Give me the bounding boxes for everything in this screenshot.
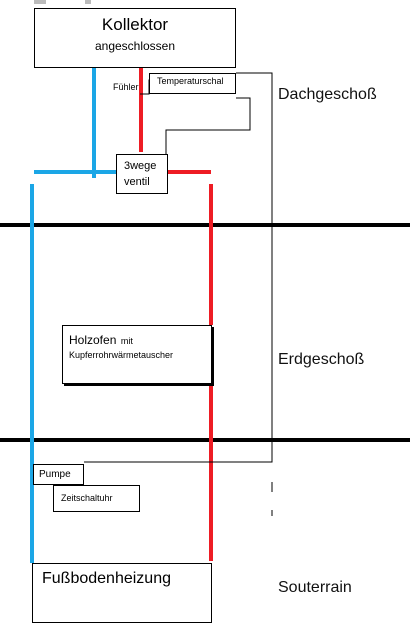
valve-label-line1: 3wege — [124, 160, 157, 172]
control-wires — [84, 72, 273, 516]
thermostat-box: Temperaturschal — [149, 73, 236, 94]
pump-box: Pumpe — [33, 464, 84, 485]
collector-subtitle: angeschlossen — [94, 39, 176, 53]
timer-label: Zeitschaltuhr — [61, 493, 113, 503]
stove-label-line2: Kupferrohrwärmetauscher — [69, 350, 174, 360]
clipped-top-mark-2 — [85, 0, 91, 4]
cold-pipe — [30, 68, 116, 563]
stove-label-line1: Holzofen mit — [69, 331, 133, 349]
collector-box: Kollektor angeschlossen — [34, 8, 236, 68]
three-way-valve-box: 3wege ventil — [116, 154, 168, 194]
sensor-label: Fühler — [113, 82, 139, 92]
pump-label: Pumpe — [39, 469, 71, 480]
valve-label-line2: ventil — [124, 176, 150, 188]
hot-pipe — [139, 68, 213, 561]
floor-label-ground: Erdgeschoß — [278, 351, 365, 368]
floor-heating-label: Fußbodenheizung — [42, 570, 171, 587]
timer-box: Zeitschaltuhr — [53, 485, 140, 512]
stove-label-small: mit — [120, 336, 133, 346]
stove-label-main: Holzofen — [69, 333, 117, 347]
floor-label-basement: Souterrain — [278, 579, 352, 596]
thermostat-label: Temperaturschal — [157, 76, 224, 86]
clipped-top-mark — [34, 0, 46, 4]
floor-heating-box: Fußbodenheizung — [32, 563, 212, 623]
collector-title: Kollektor — [101, 15, 169, 34]
wood-stove-box: Holzofen mit Kupferrohrwärmetauscher — [62, 325, 212, 384]
floor-label-attic: Dachgeschoß — [278, 86, 377, 103]
